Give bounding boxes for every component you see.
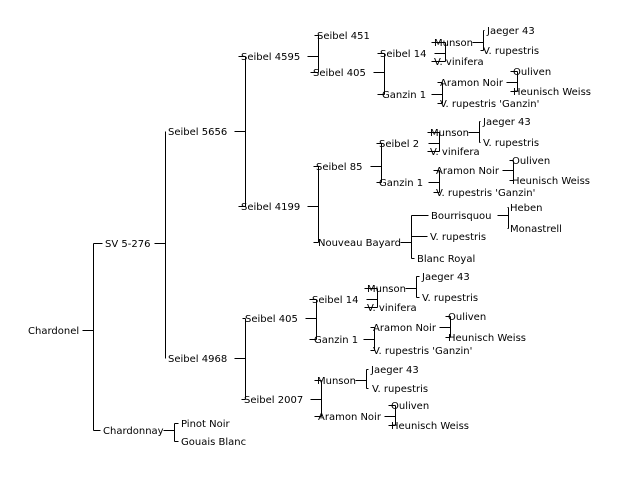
node-label-v-vinifera: V. vinifera: [367, 303, 417, 314]
node-label-v-rupestris-ganzin: V. rupestris 'Ganzin': [373, 346, 472, 357]
node-label-v-vinifera: V. vinifera: [434, 57, 484, 68]
node-label-jaeger-43: Jaeger 43: [370, 365, 419, 376]
node-label-jaeger-43: Jaeger 43: [421, 272, 470, 283]
node-label-munson: Munson: [430, 128, 469, 139]
node-label-chardonnay: Chardonnay: [103, 426, 164, 437]
node-label-bourrisquou: Bourrisquou: [431, 211, 492, 222]
node-label-seibel-5656: Seibel 5656: [168, 127, 227, 138]
node-label-blanc-royal: Blanc Royal: [417, 254, 475, 265]
node-label-v-rupestris: V. rupestris: [422, 293, 478, 304]
node-label-munson: Munson: [434, 38, 473, 49]
node-label-seibel-2: Seibel 2: [379, 139, 419, 150]
node-label-v-rupestris-ganzin: V. rupestris 'Ganzin': [436, 188, 535, 199]
node-label-ouliven: Ouliven: [513, 67, 551, 78]
node-label-seibel-14: Seibel 14: [380, 49, 426, 60]
node-label-munson: Munson: [367, 284, 406, 295]
node-label-heunisch-weiss: Heunisch Weiss: [513, 87, 591, 98]
node-label-v-vinifera: V. vinifera: [430, 147, 480, 158]
node-label-jaeger-43: Jaeger 43: [482, 117, 531, 128]
node-label-ouliven: Ouliven: [391, 401, 429, 412]
node-label-v-rupestris: V. rupestris: [372, 384, 428, 395]
tree-connectors: [82, 30, 518, 442]
node-label-seibel-4199: Seibel 4199: [241, 202, 300, 213]
node-label-seibel-2007: Seibel 2007: [244, 395, 303, 406]
node-label-heben: Heben: [510, 203, 543, 214]
node-label-seibel-4595: Seibel 4595: [241, 52, 300, 63]
node-label-aramon-noir: Aramon Noir: [436, 166, 500, 177]
node-label-gouais-blanc: Gouais Blanc: [181, 437, 246, 448]
node-label-v-rupestris: V. rupestris: [483, 46, 539, 57]
node-label-v-rupestris: V. rupestris: [483, 138, 539, 149]
node-label-ouliven: Ouliven: [448, 312, 486, 323]
node-label-heunisch-weiss: Heunisch Weiss: [391, 421, 469, 432]
node-label-seibel-14: Seibel 14: [312, 295, 358, 306]
node-label-seibel-85: Seibel 85: [316, 162, 362, 173]
node-label-pinot-noir: Pinot Noir: [181, 419, 231, 430]
node-label-ganzin-1: Ganzin 1: [382, 90, 426, 101]
node-label-ganzin-1: Ganzin 1: [379, 178, 423, 189]
node-label-sv-5-276: SV 5-276: [105, 239, 150, 250]
node-label-munson: Munson: [317, 376, 356, 387]
node-label-seibel-451: Seibel 451: [317, 31, 370, 42]
node-label-aramon-noir: Aramon Noir: [440, 78, 504, 89]
node-label-jaeger-43: Jaeger 43: [486, 26, 535, 37]
node-label-v-rupestris: V. rupestris: [430, 232, 486, 243]
node-label-seibel-405: Seibel 405: [313, 68, 366, 79]
node-label-v-rupestris-ganzin: V. rupestris 'Ganzin': [440, 99, 539, 110]
node-label-seibel-405: Seibel 405: [245, 314, 298, 325]
node-label-ouliven: Ouliven: [512, 156, 550, 167]
node-label-nouveau-bayard: Nouveau Bayard: [318, 238, 401, 249]
node-label-ganzin-1: Ganzin 1: [314, 335, 358, 346]
node-label-chardonel: Chardonel: [28, 326, 79, 337]
node-label-monastrell: Monastrell: [510, 224, 562, 235]
node-label-heunisch-weiss: Heunisch Weiss: [448, 333, 526, 344]
node-label-heunisch-weiss: Heunisch Weiss: [512, 176, 590, 187]
node-label-seibel-4968: Seibel 4968: [168, 354, 227, 365]
node-label-aramon-noir: Aramon Noir: [373, 323, 437, 334]
node-label-aramon-noir: Aramon Noir: [318, 412, 382, 423]
